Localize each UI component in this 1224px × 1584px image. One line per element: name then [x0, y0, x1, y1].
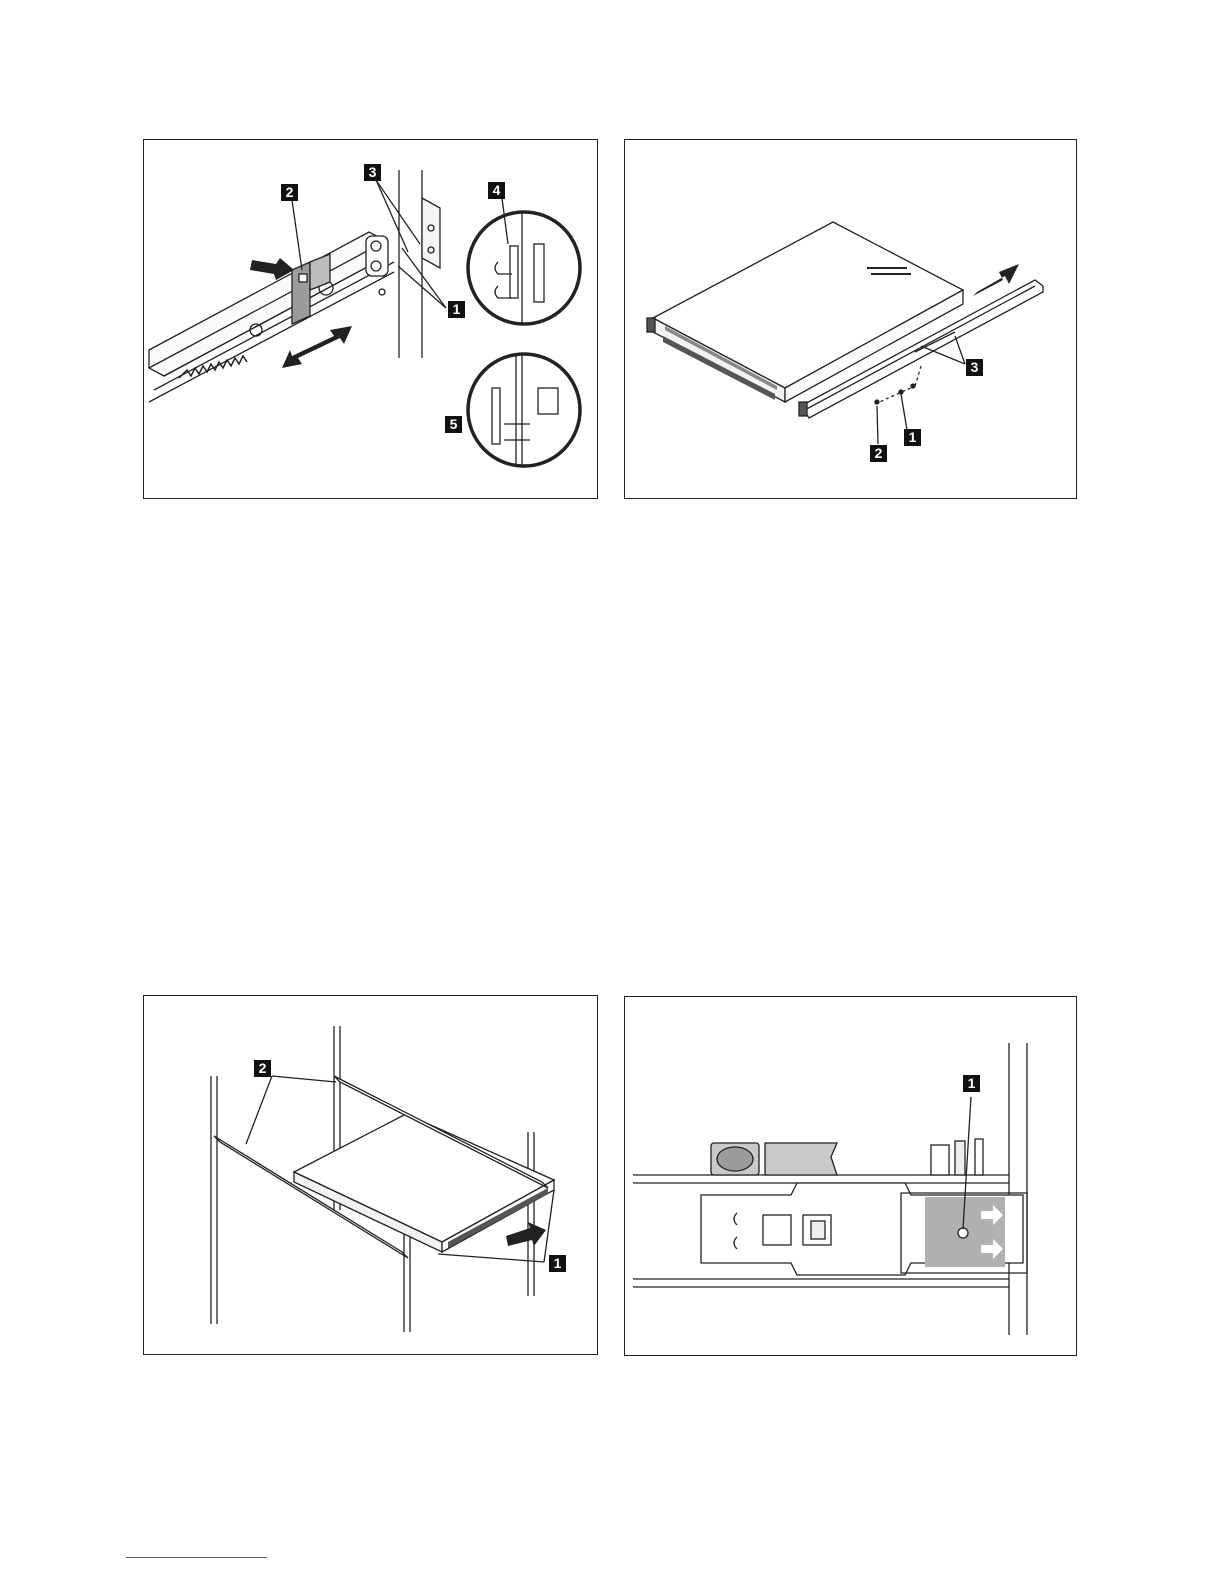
callout-4: 4 [488, 182, 505, 199]
release-tab-drawing [625, 997, 1078, 1357]
callout-3: 3 [966, 359, 983, 376]
callout-1: 1 [963, 1075, 980, 1092]
callout-5: 5 [445, 416, 462, 433]
callout-2: 2 [281, 184, 298, 201]
callout-2: 2 [254, 1060, 271, 1077]
footnote-rule [126, 1557, 267, 1558]
callout-1: 1 [549, 1255, 566, 1272]
callout-1: 1 [904, 429, 921, 446]
callout-1: 1 [448, 301, 465, 318]
figure-1-rail-latch: 1 2 3 4 5 [143, 139, 598, 499]
server-rack-drawing [144, 996, 599, 1356]
figure-2-server-on-rail: 1 2 3 [624, 139, 1077, 499]
figure-3-server-in-rack: 1 2 [143, 995, 598, 1355]
callout-3: 3 [364, 164, 381, 181]
rail-latch-drawing [144, 140, 599, 500]
figure-4-release-tab: 1 [624, 996, 1077, 1356]
callout-2: 2 [870, 445, 887, 462]
server-rail-drawing [625, 140, 1078, 500]
